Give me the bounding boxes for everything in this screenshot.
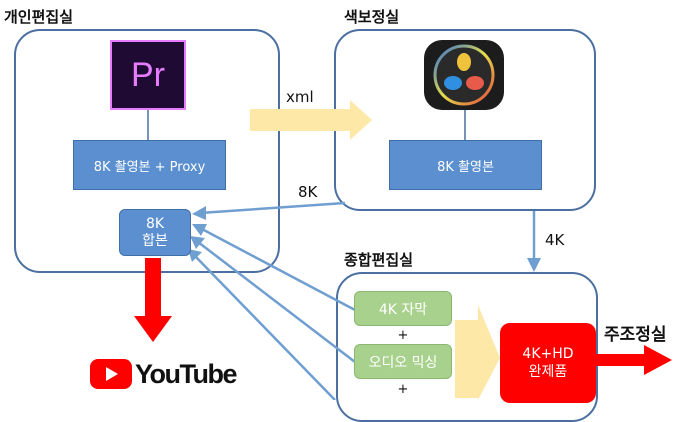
integrated-edit-room-title: 종합편집실 [344, 251, 414, 269]
8k-back-label: 8K [298, 183, 318, 201]
premiere-pro-logo-text: Pr [131, 55, 165, 94]
youtube-logo: YouTube [90, 358, 237, 390]
premiere-pro-icon: Pr [110, 40, 186, 110]
youtube-play-icon [90, 359, 132, 389]
4k-down-label: 4K [545, 231, 565, 249]
xml-label: xml [286, 88, 314, 106]
youtube-logo-text: YouTube [135, 358, 237, 389]
davinci-resolve-logo-glyph [433, 44, 495, 106]
main-control-room-label: 주조정실 [604, 325, 667, 345]
audio-mixing-box: 오디오 믹싱 [354, 344, 452, 379]
color-footage-box: 8K 촬영본 [389, 140, 542, 190]
personal-edit-room-title: 개인편집실 [4, 8, 74, 26]
final-product-line1: 4K+HD [522, 346, 574, 362]
subtitle-4k-box: 4K 자막 [354, 291, 452, 326]
plus-sign-1: + [397, 328, 409, 343]
plus-sign-2: + [397, 382, 409, 397]
color-grading-room-title: 색보정실 [344, 8, 400, 26]
final-product-line2: 완제품 [528, 364, 568, 380]
combined-8k-line2: 합본 [142, 232, 168, 249]
davinci-resolve-icon [424, 40, 504, 110]
combined-8k-line1: 8K [145, 215, 165, 232]
personal-footage-box: 8K 촬영본 + Proxy [73, 140, 226, 190]
final-product-box: 4K+HD 완제품 [500, 323, 596, 403]
combined-8k-box: 8K 합본 [119, 209, 191, 256]
